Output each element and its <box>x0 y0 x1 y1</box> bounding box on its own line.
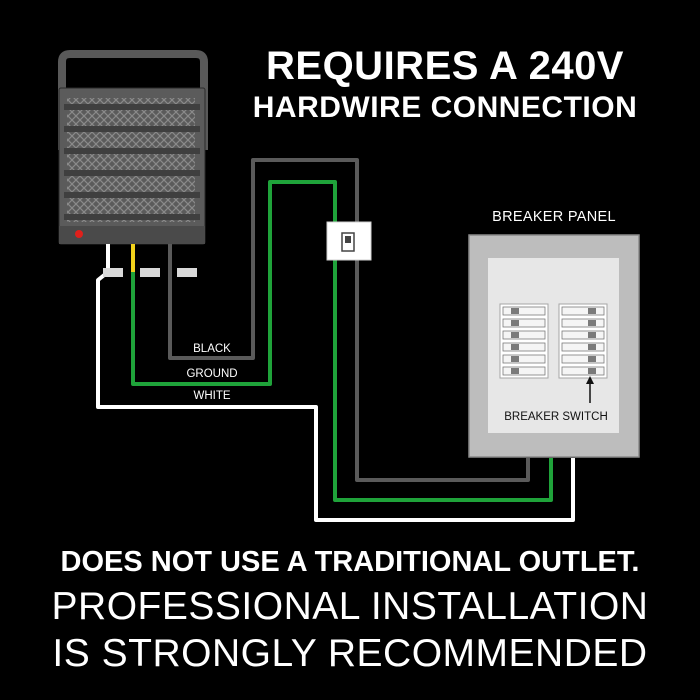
white-wire <box>96 270 575 522</box>
connector-ground <box>140 268 160 277</box>
headline-line-2: HARDWIRE CONNECTION <box>252 91 638 124</box>
black-wire <box>168 158 530 482</box>
footer-warning: DOES NOT USE A TRADITIONAL OUTLET. <box>60 546 640 578</box>
heater-louvers <box>64 104 200 220</box>
breaker-switches <box>499 303 608 379</box>
wire-label-black: BLACK <box>193 343 231 355</box>
heater-bracket <box>58 50 208 150</box>
wires <box>96 158 575 522</box>
heater-icon <box>58 50 208 277</box>
heater-grille <box>67 98 195 222</box>
connector-white <box>103 268 123 277</box>
panel-label: BREAKER PANEL <box>492 209 616 225</box>
wall-switch-icon <box>326 221 372 261</box>
footer-recommendation-line-1: PROFESSIONAL INSTALLATION <box>51 585 649 628</box>
breaker-panel-icon <box>468 234 640 458</box>
footer-recommendation-line-2: IS STRONGLY RECOMMENDED <box>52 632 648 675</box>
wire-label-ground: GROUND <box>186 368 237 380</box>
headline-line-1: REQUIRES A 240V <box>266 44 624 88</box>
wire-label-white: WHITE <box>193 390 230 402</box>
ground-wire <box>131 180 553 502</box>
connector-black <box>177 268 197 277</box>
breaker-switch-label: BREAKER SWITCH <box>504 411 608 423</box>
power-indicator-icon <box>75 230 83 238</box>
